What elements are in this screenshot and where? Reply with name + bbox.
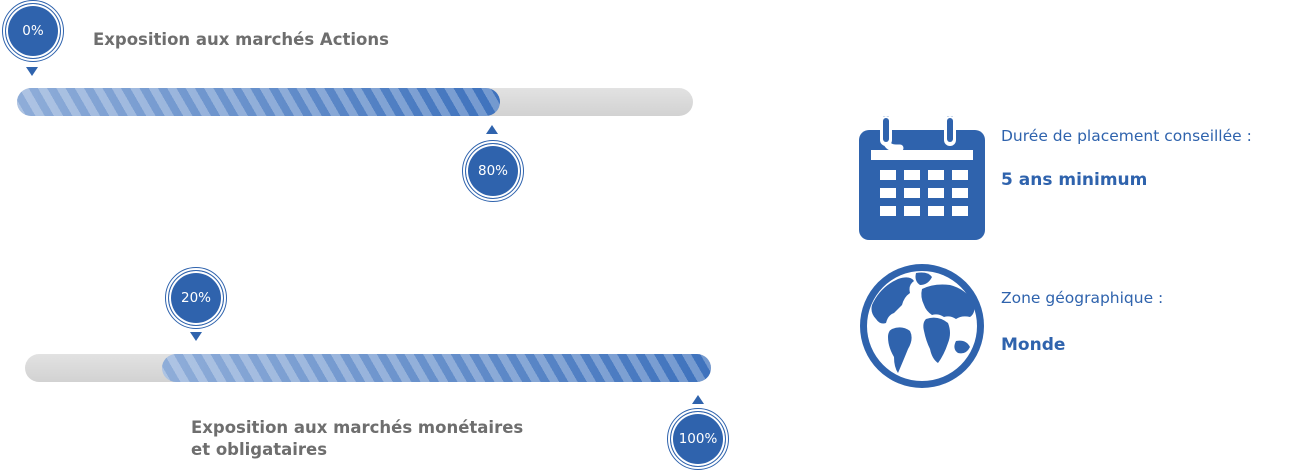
bonds-range-fill <box>162 354 711 382</box>
equity-max-marker <box>486 125 498 134</box>
equity-min-marker <box>26 67 38 76</box>
bonds-exposure-title-line1: Exposition aux marchés monétaires <box>191 418 524 437</box>
bonds-max-badge: 100% <box>670 411 726 467</box>
bonds-min-marker <box>190 332 202 341</box>
equity-max-badge-ring <box>462 140 524 202</box>
equity-min-badge-ring <box>2 0 64 62</box>
zone-value: Monde <box>1001 335 1066 355</box>
zone-label: Zone géographique : <box>1001 289 1164 307</box>
equity-min-badge: 0% <box>5 3 61 59</box>
bonds-min-badge-ring <box>165 267 227 329</box>
horizon-value: 5 ans minimum <box>1001 170 1148 190</box>
equity-exposure-title: Exposition aux marchés Actions <box>93 30 389 49</box>
horizon-label: Durée de placement conseillée : <box>1001 127 1252 145</box>
bonds-max-marker <box>692 395 704 404</box>
equity-max-badge: 80% <box>465 143 521 199</box>
bonds-exposure-title-line2: et obligataires <box>191 440 328 459</box>
bonds-min-badge: 20% <box>168 270 224 326</box>
globe-icon <box>860 264 984 388</box>
calendar-icon <box>859 116 985 240</box>
equity-range-fill <box>17 88 501 116</box>
